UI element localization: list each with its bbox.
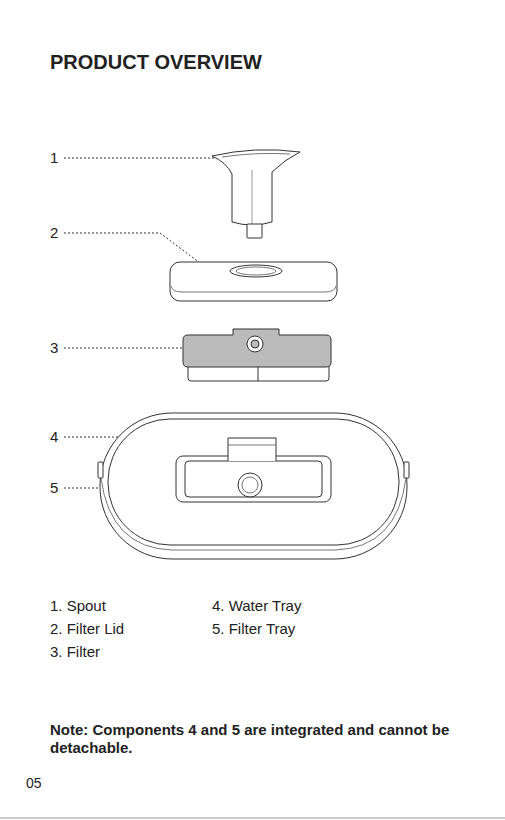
callout-number: 3 <box>50 339 58 357</box>
page-title: PRODUCT OVERVIEW <box>50 50 262 74</box>
part-name: 3. Filter <box>50 643 100 661</box>
part-name: 5. Filter Tray <box>212 620 295 638</box>
callout-number: 4 <box>50 428 58 446</box>
leader-line <box>64 158 220 159</box>
spout-part <box>212 150 300 238</box>
part-name: 1. Spout <box>50 597 106 615</box>
part-name: 2. Filter Lid <box>50 620 124 638</box>
callout-number: 1 <box>50 149 58 167</box>
filter-tray-part <box>176 438 331 502</box>
page-number: 05 <box>26 775 42 792</box>
page-rule <box>0 818 505 819</box>
filter-part <box>183 329 331 381</box>
part-name: 4. Water Tray <box>212 597 301 615</box>
filter-lid-part <box>170 262 337 301</box>
water-tray-part <box>98 413 409 559</box>
callout-number: 2 <box>50 224 58 242</box>
note-text: Note: Components 4 and 5 are integrated … <box>50 721 470 757</box>
callout-number: 5 <box>50 479 58 497</box>
